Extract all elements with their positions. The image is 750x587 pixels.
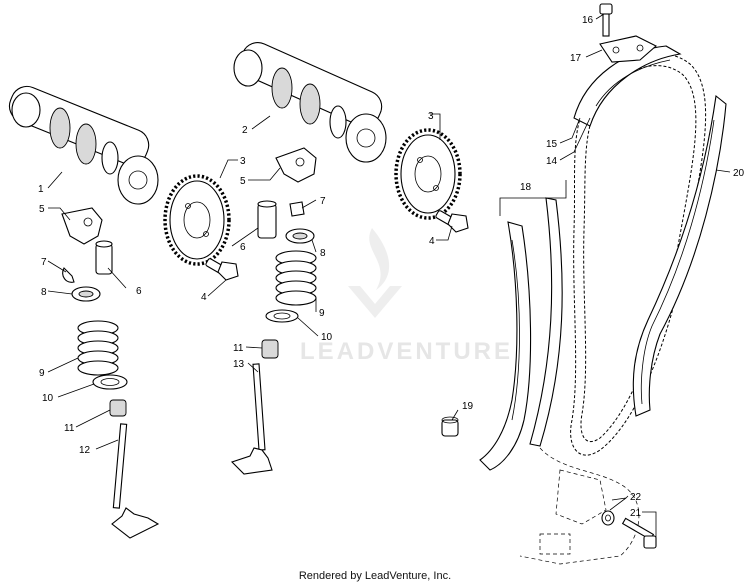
watermark-text: LEADVENTURE [300, 338, 514, 365]
rocker-arm-left[interactable] [61, 207, 103, 245]
spring-seat-right[interactable] [265, 309, 299, 323]
callout-valve-right: 13 [233, 359, 245, 370]
callout-tappet-right: 6 [240, 242, 246, 253]
valve-right[interactable] [230, 363, 273, 475]
valve-spring-left[interactable] [77, 320, 119, 376]
callout-bolt-top: 16 [582, 15, 594, 26]
camshaft-right[interactable] [233, 37, 387, 163]
engine-case-outline [519, 447, 640, 565]
callout-guide-upper: 15 [546, 139, 558, 150]
cam-sprocket-right[interactable] [394, 128, 462, 220]
callout-bracket: 17 [570, 53, 582, 64]
callout-rocker-right: 5 [240, 176, 246, 187]
callout-tensioner: 18 [520, 182, 532, 193]
callout-seal-left: 11 [64, 423, 75, 434]
valve-keeper-right[interactable] [289, 201, 305, 217]
chain-tensioner-guide[interactable] [529, 197, 563, 447]
tensioner-plug[interactable] [441, 416, 459, 437]
callout-bolt-bottom: 21 [630, 508, 642, 519]
callout-bolt-right: 4 [429, 236, 435, 247]
watermark-logo [348, 228, 402, 318]
callout-bolt-left: 4 [201, 292, 207, 303]
callout-seat-left: 10 [42, 393, 54, 404]
callout-seat-right: 10 [321, 332, 333, 343]
washer[interactable] [601, 510, 615, 526]
valve-left[interactable] [111, 423, 160, 539]
spring-seat-left[interactable] [92, 374, 128, 390]
rocker-arm-right[interactable] [275, 147, 317, 183]
tappet-right[interactable] [257, 200, 277, 239]
camshaft-left[interactable] [5, 82, 159, 205]
valve-seal-right[interactable] [261, 339, 279, 359]
callout-tappet-left: 6 [136, 286, 142, 297]
callout-spring-left: 9 [39, 368, 45, 379]
callout-numbers: 1 2 3 3 4 4 5 5 6 6 7 7 8 8 9 9 10 10 11… [38, 15, 745, 519]
callout-guide-right: 20 [733, 168, 745, 179]
bolt-right[interactable] [435, 210, 469, 233]
callout-retainer-right: 8 [320, 248, 326, 259]
callout-keeper-left: 7 [41, 257, 47, 268]
callout-spring-right: 9 [319, 308, 325, 319]
callout-washer: 22 [630, 492, 642, 503]
chain-guide-right[interactable] [632, 94, 727, 417]
chain-guide-upper[interactable] [573, 45, 682, 127]
guide-bracket[interactable] [599, 35, 657, 63]
cam-sprocket-left[interactable] [163, 174, 231, 266]
timing-chain[interactable] [570, 53, 707, 456]
bolt-top[interactable] [599, 3, 613, 37]
callout-rocker-left: 5 [39, 204, 45, 215]
callout-keeper-right: 7 [320, 196, 326, 207]
valve-spring-right[interactable] [275, 250, 317, 306]
callout-camshaft-left: 1 [38, 184, 44, 195]
callout-camshaft-right: 2 [242, 125, 248, 136]
valve-keeper-left[interactable] [62, 267, 75, 283]
callout-sprocket-left: 3 [240, 156, 246, 167]
spring-retainer-left[interactable] [71, 286, 101, 302]
valve-seal-left[interactable] [109, 399, 127, 417]
chain-tensioner-arm[interactable] [479, 221, 532, 471]
callout-sprocket-right: 3 [428, 111, 434, 122]
bolt-bottom[interactable] [621, 517, 657, 549]
tappet-left[interactable] [95, 240, 113, 275]
callout-chain: 14 [546, 156, 558, 167]
callout-plug: 19 [462, 401, 474, 412]
callout-retainer-left: 8 [41, 287, 47, 298]
footer-credit: Rendered by LeadVenture, Inc. [298, 570, 452, 582]
bolt-left[interactable] [205, 258, 239, 281]
callout-seal-right: 11 [233, 343, 244, 354]
leader-lines [47, 13, 731, 544]
spring-retainer-right[interactable] [285, 228, 315, 244]
callout-valve-left: 12 [79, 445, 91, 456]
